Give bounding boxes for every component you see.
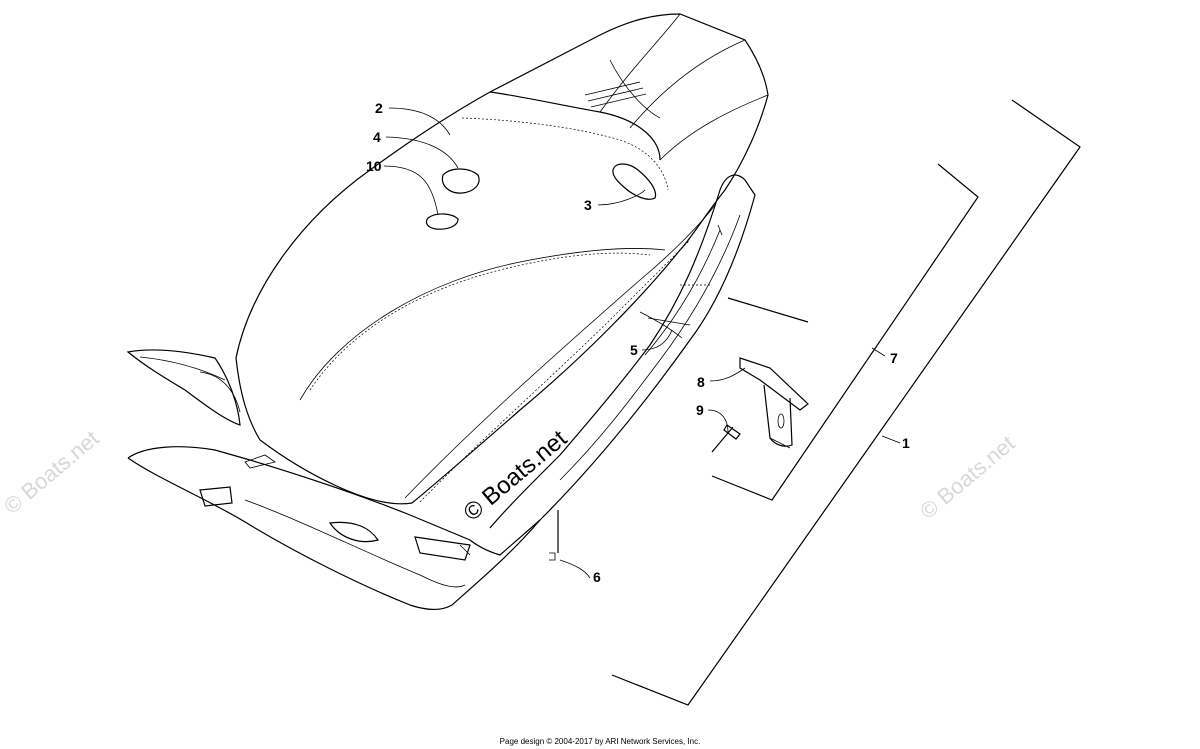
seat-base — [127, 174, 756, 611]
callout-2[interactable]: 2 — [375, 100, 383, 116]
callout-4[interactable]: 4 — [373, 129, 381, 145]
strap-part-3 — [612, 163, 657, 200]
callout-7[interactable]: 7 — [890, 350, 898, 366]
seat-front-wing — [126, 349, 241, 426]
watermark-center: © Boats.net — [459, 425, 573, 527]
decal-part-4 — [441, 168, 480, 194]
callout-3[interactable]: 3 — [584, 197, 592, 213]
callout-8[interactable]: 8 — [697, 374, 705, 390]
footer-copyright: Page design © 2004-2017 by ARI Network S… — [499, 737, 701, 746]
watermark-right: © Boats.net — [915, 431, 1019, 524]
bracket-part-8 — [739, 357, 809, 449]
watermark-left: © Boats.net — [0, 426, 104, 519]
group-bracket-1 — [611, 99, 1081, 706]
group-bracket-7 — [711, 163, 979, 501]
callout-1[interactable]: 1 — [902, 435, 910, 451]
callout-9[interactable]: 9 — [696, 402, 704, 418]
callout-10[interactable]: 10 — [366, 158, 382, 174]
group-bracket-8-9 — [727, 297, 809, 323]
seat-assembly — [235, 13, 769, 505]
callout-5[interactable]: 5 — [630, 342, 638, 358]
rivet-part-9 — [711, 424, 741, 453]
decal-part-10 — [425, 213, 459, 230]
strap-part-6 — [549, 510, 559, 561]
callout-6[interactable]: 6 — [593, 569, 601, 585]
leader-lines — [383, 107, 901, 579]
